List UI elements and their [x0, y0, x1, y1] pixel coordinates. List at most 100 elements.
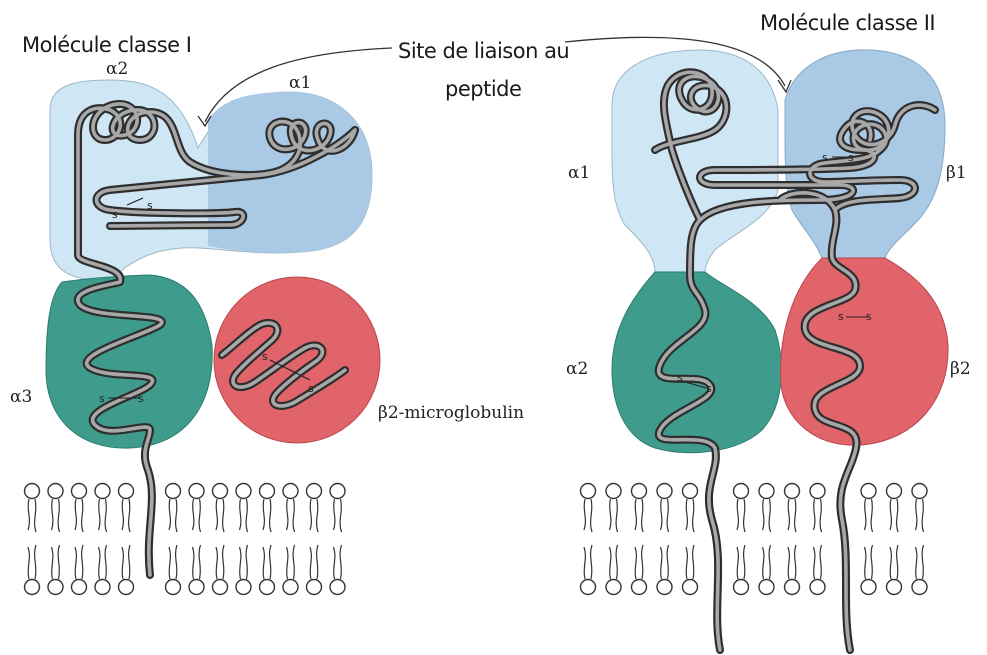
- lipid-head: [166, 580, 181, 595]
- lipid-tail: [216, 545, 224, 579]
- lipid-head: [785, 484, 800, 499]
- lipid-head: [213, 484, 228, 499]
- lipid-head: [119, 580, 134, 595]
- svg-text:s: s: [866, 310, 872, 323]
- lipid-head: [581, 580, 596, 595]
- svg-text:s: s: [147, 199, 153, 212]
- class2-beta2-label: β2: [950, 359, 971, 379]
- lipid-tail: [122, 545, 130, 579]
- lipid-tail: [865, 499, 873, 532]
- lipid-head: [72, 484, 87, 499]
- lipid-tail: [610, 499, 618, 532]
- lipid-tail: [99, 545, 107, 579]
- peptide-site-label-line1: Site de liaison au: [398, 39, 569, 63]
- lipid-head: [189, 580, 204, 595]
- lipid-head: [861, 580, 876, 595]
- class1-b2m-domain: [214, 277, 380, 443]
- lipid-head: [260, 484, 275, 499]
- svg-text:s: s: [99, 392, 105, 405]
- lipid-tail: [240, 545, 248, 579]
- lipid-head: [95, 484, 110, 499]
- lipid-head: [810, 484, 825, 499]
- lipid-tail: [193, 499, 201, 532]
- lipid-head: [887, 580, 902, 595]
- lipid-head: [95, 580, 110, 595]
- svg-text:s: s: [677, 371, 683, 384]
- lipid-head: [307, 580, 322, 595]
- lipid-head: [606, 580, 621, 595]
- lipid-tail: [193, 545, 201, 579]
- lipid-tail: [890, 545, 898, 579]
- lipid-head: [283, 580, 298, 595]
- lipid-head: [189, 484, 204, 499]
- lipid-tail: [686, 499, 694, 532]
- lipid-tail: [263, 545, 271, 579]
- lipid-head: [213, 580, 228, 595]
- lipid-tail: [52, 545, 60, 579]
- class2-title: Molécule classe II: [760, 11, 935, 35]
- lipid-tail: [28, 545, 36, 579]
- lipid-head: [307, 484, 322, 499]
- lipid-tail: [814, 545, 822, 579]
- svg-text:s: s: [262, 350, 268, 363]
- lipid-tail: [890, 499, 898, 532]
- lipid-tail: [263, 499, 271, 532]
- lipid-head: [759, 484, 774, 499]
- peptide-site-label-line2: peptide: [445, 77, 521, 101]
- lipid-head: [632, 484, 647, 499]
- svg-text:s: s: [308, 382, 314, 395]
- lipid-tail: [788, 545, 796, 579]
- lipid-tail: [310, 545, 318, 579]
- lipid-tail: [661, 499, 669, 532]
- class1-alpha3-label: α3: [10, 387, 32, 407]
- lipid-head: [581, 484, 596, 499]
- lipid-tail: [763, 499, 771, 532]
- lipid-tail: [334, 545, 342, 579]
- lipid-tail: [52, 499, 60, 532]
- lipid-tail: [584, 499, 592, 532]
- lipid-tail: [334, 499, 342, 532]
- lipid-tail: [737, 545, 745, 579]
- class1-alpha3-domain: [46, 275, 212, 448]
- lipid-head: [887, 484, 902, 499]
- lipid-tail: [916, 499, 924, 532]
- lipid-tail: [216, 499, 224, 532]
- svg-text:s: s: [706, 382, 712, 395]
- lipid-tail: [661, 545, 669, 579]
- lipid-tail: [635, 499, 643, 532]
- lipid-tail: [28, 499, 36, 532]
- lipid-tail: [814, 499, 822, 532]
- membrane-left: [25, 484, 346, 595]
- class1-alpha2-label: α2: [106, 59, 128, 79]
- lipid-tail: [122, 499, 130, 532]
- lipid-head: [861, 484, 876, 499]
- lipid-tail: [287, 499, 295, 532]
- lipid-head: [734, 580, 749, 595]
- class1-b2m-label: β2-microglobulin: [378, 403, 524, 423]
- lipid-head: [330, 580, 345, 595]
- lipid-head: [657, 484, 672, 499]
- lipid-head: [785, 580, 800, 595]
- lipid-head: [912, 580, 927, 595]
- lipid-head: [166, 484, 181, 499]
- lipid-head: [657, 580, 672, 595]
- lipid-head: [72, 580, 87, 595]
- lipid-tail: [686, 545, 694, 579]
- class2-alpha1-label: α1: [568, 163, 590, 183]
- class2-beta2-domain: [781, 258, 949, 445]
- lipid-tail: [610, 545, 618, 579]
- membrane-right: [581, 484, 928, 595]
- class1-title: Molécule classe I: [22, 33, 191, 57]
- svg-text:s: s: [848, 151, 854, 164]
- class2-beta1-label: β1: [946, 163, 967, 183]
- lipid-head: [759, 580, 774, 595]
- lipid-tail: [916, 545, 924, 579]
- lipid-tail: [287, 545, 295, 579]
- lipid-tail: [584, 545, 592, 579]
- lipid-head: [810, 580, 825, 595]
- lipid-tail: [763, 545, 771, 579]
- lipid-tail: [865, 545, 873, 579]
- lipid-head: [632, 580, 647, 595]
- lipid-tail: [169, 499, 177, 532]
